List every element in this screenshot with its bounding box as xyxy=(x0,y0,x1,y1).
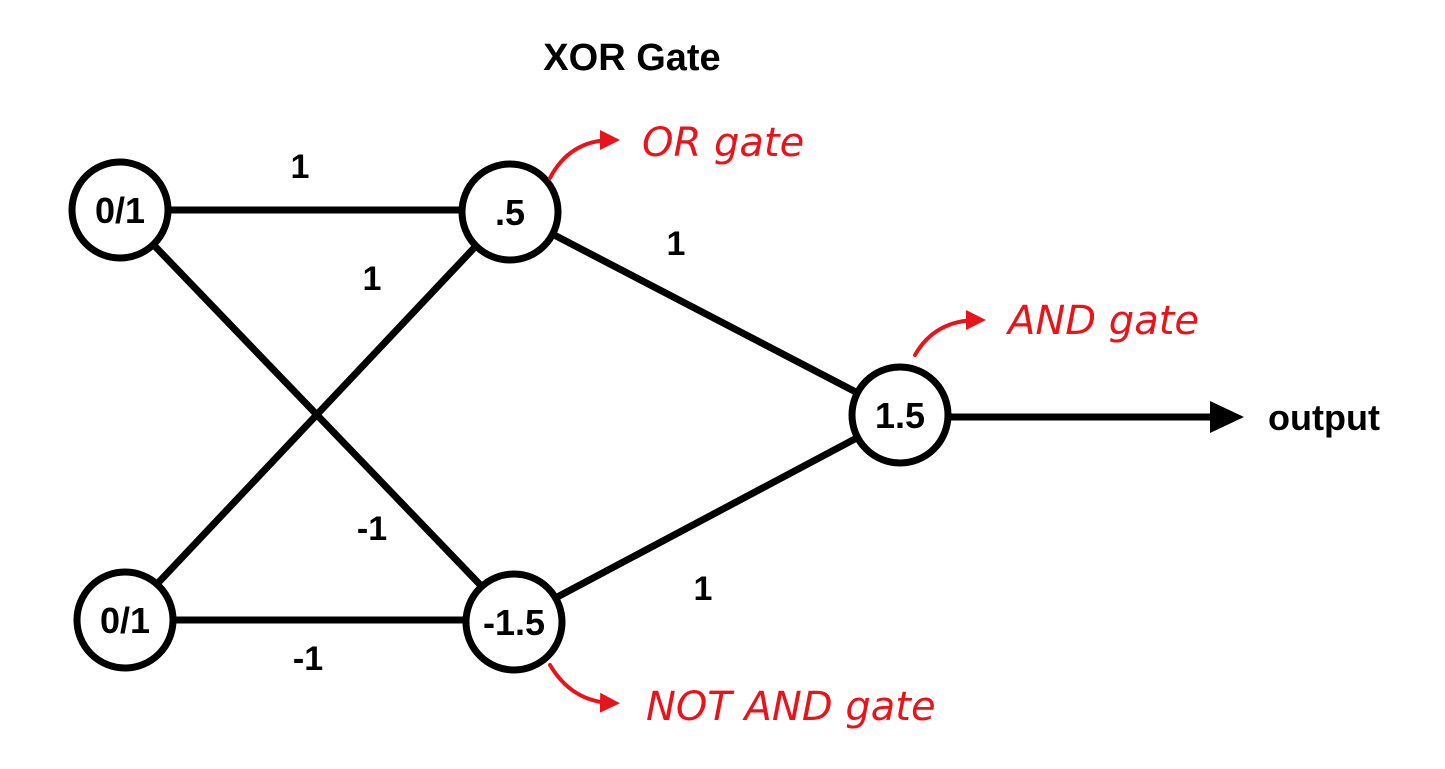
and-gate-annotation: AND gate xyxy=(1005,298,1199,344)
weight-in-bottom-to-hid-bottom: -1 xyxy=(293,640,323,678)
and-gate-arrow xyxy=(913,310,986,357)
weight-in-top-to-hid-bottom: -1 xyxy=(357,510,387,548)
hidden-node-top-label: .5 xyxy=(495,192,525,233)
weight-hid-top-to-out: 1 xyxy=(667,225,686,263)
weight-in-top-to-hid-top: 1 xyxy=(291,148,310,186)
weight-in-bottom-to-hid-top: 1 xyxy=(363,260,382,298)
edge-hidden-bottom-to-output xyxy=(510,411,904,624)
weight-hid-bottom-to-out: 1 xyxy=(694,570,713,608)
input-node-top-label: 0/1 xyxy=(95,190,145,231)
output-node: 1.5 xyxy=(848,363,952,467)
hidden-node-bottom-label: -1.5 xyxy=(483,602,545,643)
or-gate-annotation: OR gate xyxy=(642,120,804,166)
input-node-top: 0/1 xyxy=(68,158,172,262)
not-and-gate-annotation: NOT AND gate xyxy=(646,684,936,730)
input-node-bottom: 0/1 xyxy=(73,568,177,672)
edge-hidden-top-to-output xyxy=(506,208,904,419)
output-label: output xyxy=(1268,397,1380,438)
diagram-title: XOR Gate xyxy=(543,37,720,79)
output-arrowhead xyxy=(1210,401,1244,433)
not-and-gate-arrow xyxy=(548,663,620,713)
or-gate-arrow xyxy=(548,130,620,180)
input-node-bottom-label: 0/1 xyxy=(100,600,150,641)
hidden-node-top: .5 xyxy=(458,160,562,264)
hidden-node-bottom: -1.5 xyxy=(462,570,566,674)
edge-input-top-to-hidden-bottom xyxy=(118,208,518,624)
output-node-label: 1.5 xyxy=(875,395,925,436)
